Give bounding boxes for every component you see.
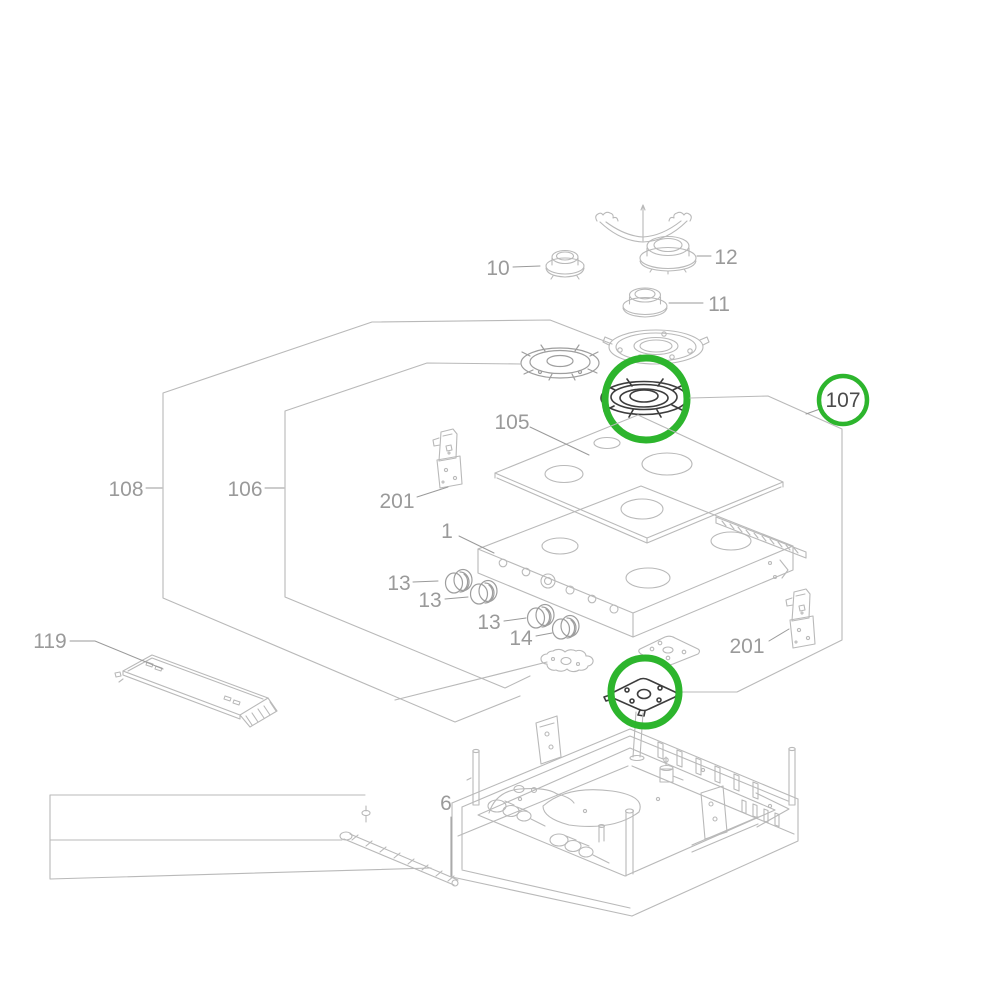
- leader-10: [512, 265, 541, 268]
- rear-cover-panel: [114, 654, 278, 728]
- control-knob-2: [469, 579, 498, 605]
- control-knob-4: [551, 614, 580, 640]
- leader-13c: [503, 617, 527, 622]
- leader-105: [529, 426, 590, 456]
- burner-body-highlighted: [600, 378, 688, 418]
- leader-201-right: [768, 628, 790, 642]
- mounting-plate-highlighted: [603, 677, 678, 762]
- leader-119: [69, 640, 164, 670]
- part-label-14: 14: [509, 627, 533, 650]
- burner-cap-small: [545, 249, 585, 280]
- leader-1: [458, 535, 495, 554]
- control-knob-1: [444, 568, 473, 594]
- part-label-13c: 13: [477, 611, 500, 634]
- part-label-201-left: 201: [379, 490, 414, 513]
- leader-13b: [444, 596, 469, 600]
- leader-14: [535, 632, 553, 637]
- side-panel-structure: [49, 794, 459, 887]
- frame-106: [284, 362, 531, 689]
- leader-107: [805, 408, 821, 415]
- part-label-201-right: 201: [729, 635, 764, 658]
- burner-body-left: [520, 344, 600, 381]
- part-label-119: 119: [33, 630, 66, 653]
- burner-cap-medium: [622, 287, 668, 318]
- part-label-10: 10: [486, 257, 509, 280]
- glass-top: [494, 414, 784, 544]
- burner-cap-large: [639, 235, 697, 275]
- bracket-201-left: [432, 428, 463, 489]
- part-label-11: 11: [708, 293, 730, 316]
- pan-support-fragment: [595, 204, 692, 243]
- leader-13a: [412, 580, 439, 583]
- part-label-106: 106: [227, 478, 262, 501]
- part-label-108: 108: [108, 478, 143, 501]
- part-label-6: 6: [440, 792, 452, 815]
- chassis-burner-box: [451, 715, 799, 917]
- part-label-13b: 13: [418, 589, 441, 612]
- part-label-107: 107: [825, 389, 860, 412]
- bracket-201-right: [785, 588, 816, 649]
- leader-lines: [69, 255, 821, 877]
- ignition-switch-pack: [394, 648, 594, 701]
- part-label-105: 105: [494, 411, 529, 434]
- control-knob-3: [526, 603, 555, 629]
- frame-107: [679, 395, 843, 693]
- highlight-circle-plate[interactable]: [607, 654, 683, 730]
- part-label-1: 1: [441, 520, 453, 543]
- leader-201-left: [416, 486, 449, 498]
- part-label-12: 12: [714, 246, 737, 269]
- highlight-circle-burner[interactable]: [601, 354, 691, 444]
- hob-body-tray: [477, 485, 807, 638]
- part-label-13a: 13: [387, 572, 410, 595]
- frame-108: [162, 319, 613, 723]
- selected-part-badge-107[interactable]: 107: [816, 373, 870, 427]
